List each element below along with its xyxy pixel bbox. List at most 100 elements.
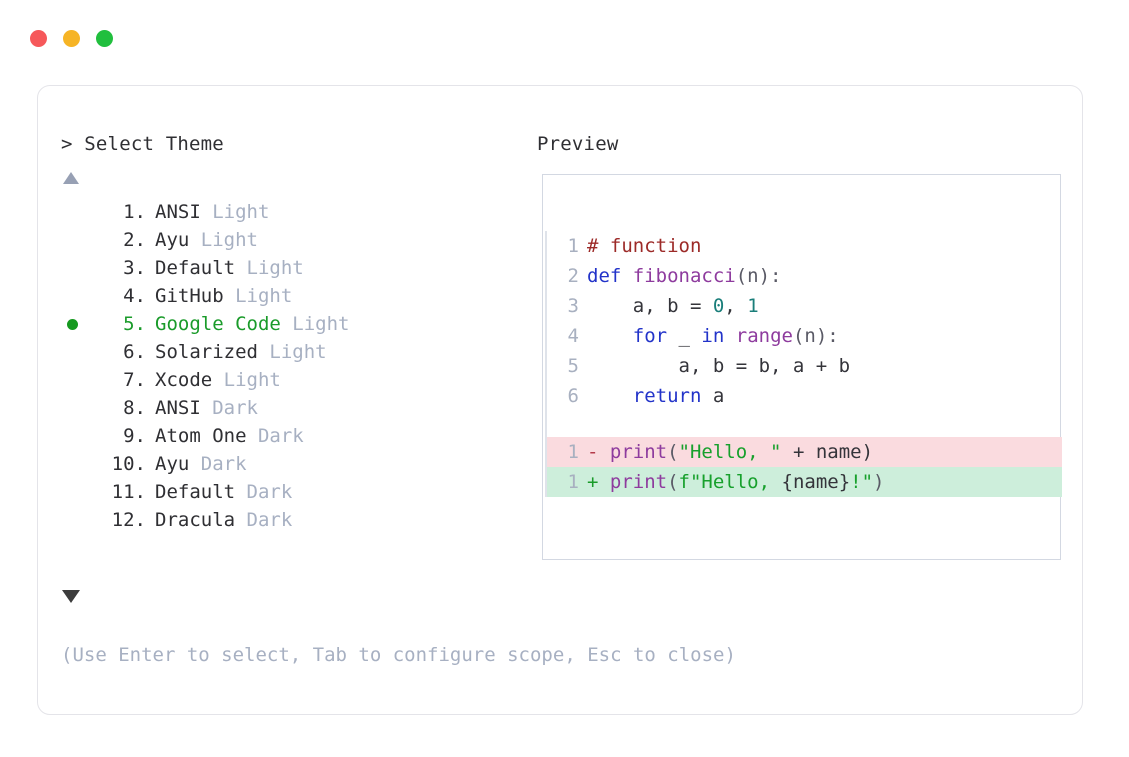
theme-variant: Light [235,257,304,279]
line-number: 4 [567,325,579,347]
code-token: ( [667,471,679,493]
theme-name: Google Code [155,313,281,335]
code-token: (n): [792,325,839,347]
diff-marker: - [587,441,610,463]
theme-list-item[interactable]: 7. Xcode Light [61,366,501,394]
theme-variant: Dark [235,481,293,503]
theme-index: 3. [123,257,146,279]
theme-variant: Dark [200,397,258,419]
theme-name: Xcode [155,369,213,391]
theme-name: Atom One [155,425,247,447]
page-title: > Select Theme [61,133,224,155]
code-token: !" [850,471,874,493]
line-number: 6 [567,385,579,407]
code-token: print [609,471,668,493]
code-line: 3 a, b = 0, 1 [547,291,1062,321]
code-token: _ [667,325,702,347]
code-token [724,325,735,347]
code-spacer [547,411,1062,437]
code-token: f"Hello, [678,471,782,493]
theme-name: Default [155,481,236,503]
theme-index: 8. [123,397,146,419]
theme-variant: Light [257,341,327,363]
theme-list-item[interactable]: 10. Ayu Dark [61,450,501,478]
theme-variant: Light [200,201,270,223]
theme-index: 7. [123,369,146,391]
theme-index: 6. [123,341,146,363]
theme-index: 4. [123,285,146,307]
theme-list-item[interactable]: 4. GitHub Light [61,282,501,310]
line-number: 5 [567,355,579,377]
theme-variant: Dark [235,509,293,531]
theme-index: 5. [123,313,146,335]
theme-variant: Light [212,369,281,391]
code-token [587,385,633,407]
code-token: "Hello, " [678,441,782,463]
code-line: 1# function [547,231,1062,261]
theme-index: 1. [123,201,146,223]
theme-list-item[interactable]: 2. Ayu Light [61,226,501,254]
code-token: ) [873,471,885,493]
theme-list-item[interactable]: 3. Default Light [61,254,501,282]
theme-variant: Light [280,313,350,335]
theme-name: ANSI [155,201,201,223]
theme-list-item[interactable]: 11.Default Dark [61,478,501,506]
theme-name: Ayu [155,453,190,475]
line-number: 2 [567,265,579,287]
theme-list-item[interactable]: 9. Atom One Dark [61,422,501,450]
theme-index: 2. [123,229,146,251]
code-token: + name) [781,441,874,463]
theme-name: GitHub [155,285,224,307]
code-token: a, b = [587,295,713,317]
code-token: ( [667,441,679,463]
theme-list-item[interactable]: 6.Solarized Light [61,338,501,366]
code-token: return [632,385,702,407]
theme-list-item[interactable]: 5. Google Code Light [61,310,501,338]
code-token: # function [587,235,702,257]
code-line: 4 for _ in range(n): [547,321,1062,351]
scroll-up-icon[interactable] [63,172,79,184]
theme-variant: Light [189,229,258,251]
scroll-down-icon[interactable] [62,590,80,603]
theme-name: Default [155,257,236,279]
code-token: in [701,325,725,347]
theme-name: Dracula [155,509,236,531]
theme-index: 12. [111,509,146,531]
theme-list-item[interactable]: 1. ANSI Light [61,198,501,226]
code-token: print [609,441,668,463]
preview-header: Preview [537,133,619,155]
maximize-button[interactable] [96,30,113,47]
theme-variant: Dark [246,425,304,447]
code-token: range [735,325,793,347]
theme-variant: Dark [189,453,247,475]
code-line: 6 return a [547,381,1062,411]
code-token [587,325,633,347]
theme-index: 9. [123,425,146,447]
code-token: def [587,265,633,287]
diff-marker: + [587,471,610,493]
diff-line-removed: 1- print("Hello, " + name) [547,437,1062,467]
code-token: a [701,385,725,407]
code-token: for [632,325,668,347]
close-button[interactable] [30,30,47,47]
theme-list-item[interactable]: 12. Dracula Dark [61,506,501,534]
line-number: 1 [567,471,579,493]
code-token: 1 [747,295,759,317]
theme-selector-card: > Select Theme Preview 1. ANSI Light 2. Ayu… [37,85,1083,715]
theme-variant: Light [223,285,293,307]
theme-index: 10. [111,453,146,475]
code-token: 0 [712,295,725,317]
code-token: fibonacci [632,265,736,287]
selected-bullet-icon [67,319,78,330]
theme-name: Ayu [155,229,190,251]
keyboard-hint: (Use Enter to select, Tab to configure s… [61,644,736,666]
line-number: 1 [567,441,579,463]
theme-list-item[interactable]: 8.ANSI Dark [61,394,501,422]
diff-line-added: 1+ print(f"Hello, {name}!") [547,467,1062,497]
minimize-button[interactable] [63,30,80,47]
